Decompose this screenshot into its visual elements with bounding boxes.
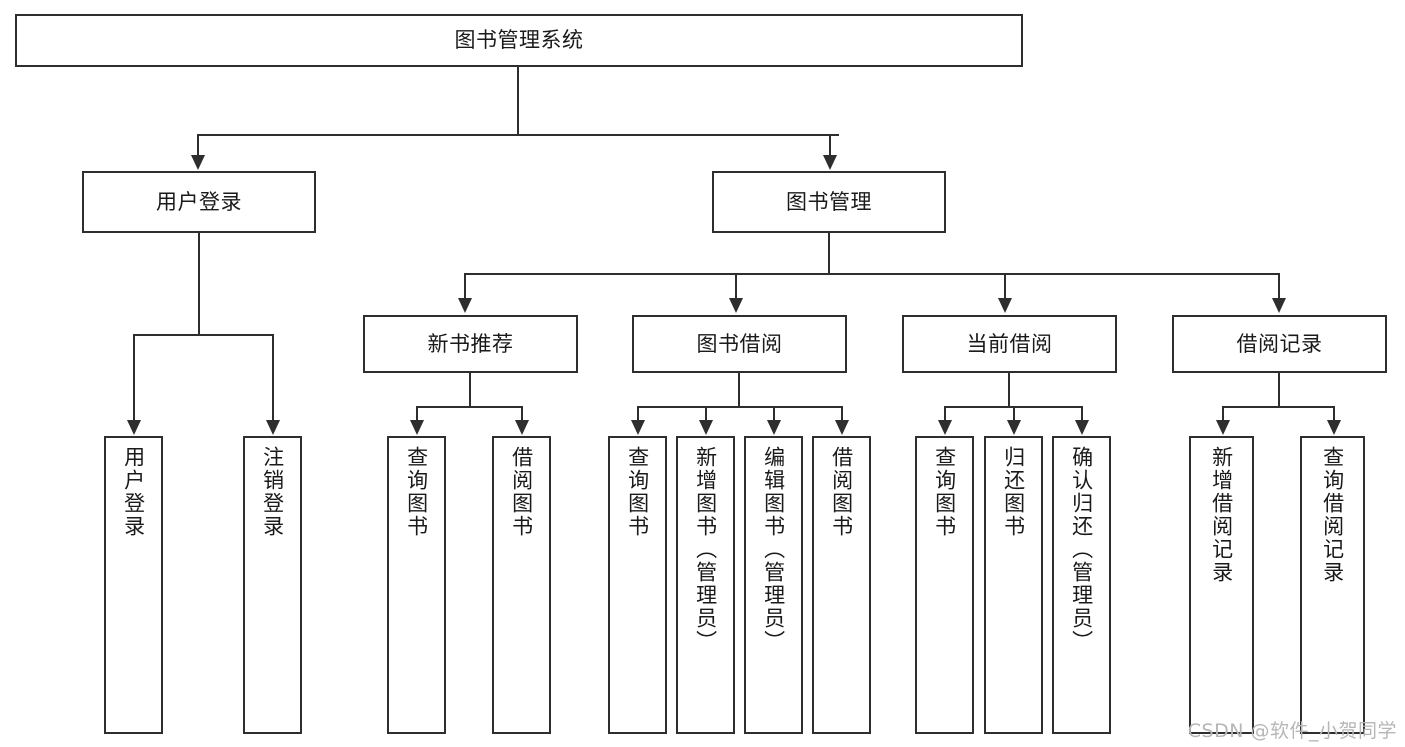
- leaf-query-book-borrowing[interactable]: 查询图书: [608, 436, 667, 734]
- arrow-book-borrow-leaf-3: [767, 420, 781, 435]
- connector-new-book-rec-drop-1: [416, 406, 419, 421]
- arrow-new-book-rec-leaf-2: [515, 420, 529, 435]
- node-user-login[interactable]: 用户登录: [82, 171, 316, 233]
- connector-book-borrow-drop-1: [637, 406, 640, 421]
- leaf-return-book[interactable]: 归还图书: [984, 436, 1043, 734]
- connector-user-login-drop-1: [133, 334, 136, 421]
- node-label: 当前借阅: [966, 331, 1053, 356]
- arrow-book-manage-to-new-book-rec: [458, 298, 472, 313]
- connector-book-borrow-stem: [738, 373, 741, 408]
- connector-book-manage-stem: [828, 233, 831, 275]
- node-label: 查询图书: [625, 446, 650, 538]
- connector-book-borrow-drop-3: [773, 406, 776, 421]
- leaf-confirm-return-admin[interactable]: 确认归还（管理员）: [1052, 436, 1111, 734]
- connector-root-stem: [517, 67, 520, 135]
- connector-book-manage-bus: [464, 273, 1279, 276]
- connector-root-to-book-manage: [829, 134, 832, 156]
- leaf-logout-login[interactable]: 注销登录: [243, 436, 302, 734]
- arrow-current-borrow-leaf-2: [1007, 420, 1021, 435]
- node-label: 用户登录: [156, 189, 242, 214]
- node-borrowing-record[interactable]: 借阅记录: [1172, 315, 1387, 373]
- leaf-query-borrow-record[interactable]: 查询借阅记录: [1300, 436, 1365, 734]
- leaf-borrow-book-borrowing[interactable]: 借阅图书: [812, 436, 871, 734]
- connector-book-manage-drop-4: [1278, 273, 1281, 300]
- connector-user-login-stem: [198, 233, 201, 336]
- node-label: 新增图书（管理员）: [693, 446, 718, 653]
- node-label: 借阅记录: [1236, 331, 1323, 356]
- connector-current-borrow-bus: [944, 406, 1081, 409]
- arrow-book-manage-to-borrow-record: [1272, 298, 1286, 313]
- node-label: 图书管理: [786, 189, 872, 214]
- connector-book-manage-drop-3: [1004, 273, 1007, 300]
- node-label: 借阅图书: [509, 446, 534, 538]
- node-label: 查询图书: [932, 446, 957, 538]
- connector-root-to-user-login: [197, 134, 200, 156]
- connector-current-borrow-stem: [1008, 373, 1011, 408]
- connector-current-borrow-drop-3: [1081, 406, 1084, 421]
- arrow-book-borrow-leaf-4: [835, 420, 849, 435]
- node-label: 查询借阅记录: [1320, 446, 1345, 584]
- node-book-borrowing[interactable]: 图书借阅: [632, 315, 847, 373]
- node-label: 确认归还（管理员）: [1069, 446, 1094, 653]
- node-label: 注销登录: [260, 446, 285, 538]
- connector-user-login-bus: [133, 334, 274, 337]
- arrow-user-login-leaf-2: [266, 420, 280, 435]
- leaf-query-book-new-rec[interactable]: 查询图书: [387, 436, 446, 734]
- node-book-management[interactable]: 图书管理: [712, 171, 946, 233]
- node-label: 新书推荐: [427, 331, 514, 356]
- connector-book-borrow-drop-4: [841, 406, 844, 421]
- node-label: 编辑图书（管理员）: [761, 446, 786, 653]
- arrow-borrow-record-leaf-2: [1327, 420, 1341, 435]
- connector-user-login-drop-2: [272, 334, 275, 421]
- leaf-edit-book-admin[interactable]: 编辑图书（管理员）: [744, 436, 803, 734]
- leaf-add-book-admin[interactable]: 新增图书（管理员）: [676, 436, 735, 734]
- node-label: 图书借阅: [696, 331, 783, 356]
- connector-borrow-record-stem: [1278, 373, 1281, 408]
- arrow-user-login-leaf-1: [127, 420, 141, 435]
- arrow-new-book-rec-leaf-1: [410, 420, 424, 435]
- node-label: 借阅图书: [829, 446, 854, 538]
- node-root-book-management-system[interactable]: 图书管理系统: [15, 14, 1023, 67]
- leaf-user-login[interactable]: 用户登录: [104, 436, 163, 734]
- node-label: 图书管理系统: [454, 28, 584, 52]
- node-label: 归还图书: [1001, 446, 1026, 538]
- arrow-book-borrow-leaf-1: [631, 420, 645, 435]
- connector-book-borrow-drop-2: [705, 406, 708, 421]
- connector-book-manage-drop-2: [735, 273, 738, 300]
- connector-borrow-record-drop-1: [1222, 406, 1225, 421]
- arrow-book-manage-to-current-borrow: [998, 298, 1012, 313]
- arrow-root-to-user-login: [191, 155, 205, 170]
- connector-current-borrow-drop-1: [944, 406, 947, 421]
- arrow-root-to-book-manage: [823, 155, 837, 170]
- connector-borrow-record-drop-2: [1333, 406, 1336, 421]
- connector-new-book-rec-drop-2: [521, 406, 524, 421]
- leaf-borrow-book-new-rec[interactable]: 借阅图书: [492, 436, 551, 734]
- arrow-current-borrow-leaf-3: [1075, 420, 1089, 435]
- leaf-query-book-current[interactable]: 查询图书: [915, 436, 974, 734]
- connector-new-book-rec-stem: [469, 373, 472, 408]
- arrow-book-borrow-leaf-2: [699, 420, 713, 435]
- connector-root-bus: [197, 134, 839, 137]
- node-label: 用户登录: [121, 446, 146, 538]
- connector-new-book-rec-bus: [416, 406, 523, 409]
- node-label: 新增借阅记录: [1209, 446, 1234, 584]
- arrow-current-borrow-leaf-1: [938, 420, 952, 435]
- arrow-borrow-record-leaf-1: [1216, 420, 1230, 435]
- node-label: 查询图书: [404, 446, 429, 538]
- connector-book-manage-drop-1: [464, 273, 467, 300]
- connector-borrow-record-bus: [1222, 406, 1335, 409]
- leaf-add-borrow-record[interactable]: 新增借阅记录: [1189, 436, 1254, 734]
- node-new-book-recommendation[interactable]: 新书推荐: [363, 315, 578, 373]
- connector-current-borrow-drop-2: [1013, 406, 1016, 421]
- connector-book-borrow-bus: [637, 406, 843, 409]
- arrow-book-manage-to-book-borrow: [729, 298, 743, 313]
- node-current-borrowing[interactable]: 当前借阅: [902, 315, 1117, 373]
